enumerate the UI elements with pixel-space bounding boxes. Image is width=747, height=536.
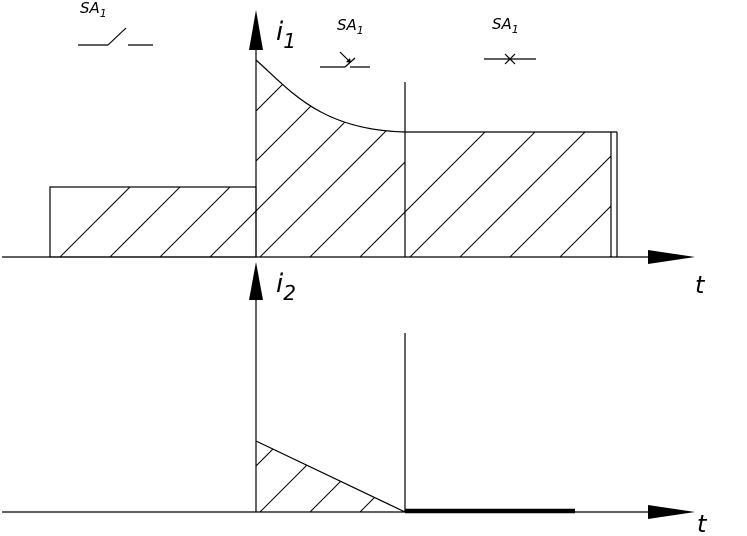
- switch-symbol-closed: [484, 53, 536, 65]
- i2-waveform: [255, 333, 575, 514]
- t-axis-top-arrow: [648, 250, 695, 264]
- switch-symbol-open: [78, 27, 153, 46]
- i2-axis-arrow: [249, 262, 263, 300]
- t-axis-bottom-arrow: [648, 505, 695, 519]
- sa1-label-open: SA1: [80, 0, 107, 20]
- sa1-label-closing: SA1: [337, 16, 364, 37]
- i2-label: i2: [276, 269, 296, 305]
- pre-switch-current-block: [49, 186, 257, 258]
- i2-decay-line: [255, 440, 406, 513]
- i1-waveform: [49, 59, 618, 258]
- t-label-bottom: t: [697, 510, 708, 536]
- hatch-transient: [256, 60, 405, 257]
- switch-symbol-closing: [320, 51, 370, 68]
- hatch-pre-switch: [59, 187, 256, 257]
- hatch-i2: [256, 441, 405, 512]
- transient-decay-curve: [255, 59, 406, 133]
- hatch-steady: [405, 132, 611, 257]
- i1-axes: [2, 10, 695, 264]
- i1-axis-arrow: [249, 10, 263, 50]
- i2-axes: [2, 262, 695, 519]
- t-label-top: t: [695, 271, 706, 299]
- sa1-label-closed: SA1: [492, 15, 519, 36]
- i1-label: i1: [276, 17, 296, 53]
